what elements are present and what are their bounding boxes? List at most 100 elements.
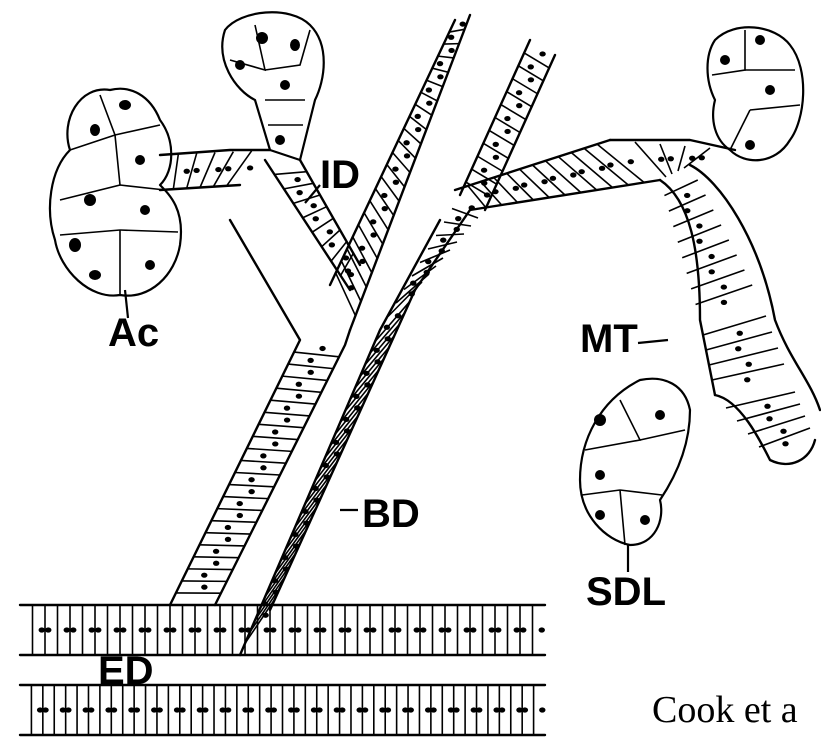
cell-nucleus: [668, 156, 674, 161]
cell-nucleus: [404, 153, 410, 158]
cell-nucleus: [284, 417, 290, 422]
cell-nucleus: [145, 627, 151, 632]
cell-divider: [571, 153, 612, 188]
cell-nucleus: [528, 64, 534, 69]
cell-nucleus: [303, 520, 309, 525]
cell-nucleus: [430, 707, 436, 712]
cell-nucleus: [460, 21, 466, 26]
cell-nucleus: [314, 627, 320, 632]
cell-nucleus: [114, 627, 120, 632]
cell-divider: [265, 412, 310, 416]
cell-nucleus: [454, 227, 460, 232]
cell-nucleus: [193, 168, 199, 173]
cell-nucleus: [455, 216, 461, 221]
cell-nucleus: [513, 186, 519, 191]
cell-divider: [584, 148, 628, 185]
cell-nucleus: [395, 627, 401, 632]
cell-nucleus: [684, 208, 690, 213]
label-branching-duct: BD: [362, 492, 420, 536]
cell-nucleus: [320, 627, 326, 632]
cell-divider: [703, 316, 766, 335]
cell-nucleus: [746, 362, 752, 367]
cell-nucleus: [448, 35, 454, 40]
cell-nucleus: [364, 382, 370, 387]
cell-nucleus: [319, 346, 325, 351]
cell-nucleus: [220, 627, 226, 632]
cell-nucleus: [516, 103, 522, 108]
cell-nucleus: [296, 190, 302, 195]
cell-nucleus: [426, 87, 432, 92]
cell-divider: [396, 274, 429, 303]
cell-nucleus: [370, 219, 376, 224]
cell-nucleus: [470, 627, 476, 632]
cell-nucleus: [395, 313, 401, 318]
cell-nucleus: [214, 627, 220, 632]
cell-nucleus: [339, 707, 345, 712]
label-secretory-demilune: SDL: [586, 570, 666, 614]
cell-nucleus: [493, 142, 499, 147]
cell-nucleus: [780, 429, 786, 434]
cell-divider: [253, 436, 298, 439]
cell-nucleus: [521, 182, 527, 187]
cell-nucleus: [764, 404, 770, 409]
cell-nucleus: [139, 627, 145, 632]
cell-nucleus: [339, 627, 345, 632]
cell-nucleus: [437, 61, 443, 66]
cell-nucleus: [237, 501, 243, 506]
cell-divider: [276, 388, 321, 392]
cell-nucleus: [225, 525, 231, 530]
cell-nucleus: [260, 465, 266, 470]
cell-divider: [259, 424, 304, 427]
cell-nucleus: [316, 707, 322, 712]
cell-divider: [684, 148, 710, 168]
citation-credit: Cook et a: [652, 689, 798, 731]
cell-divider: [436, 234, 464, 236]
cell-divider: [365, 324, 399, 365]
cell-divider: [235, 473, 280, 476]
cell-divider: [247, 448, 292, 451]
cell-nucleus: [408, 707, 414, 712]
cell-divider: [274, 172, 306, 175]
cell-nucleus: [658, 157, 664, 162]
cell-nucleus: [708, 254, 714, 259]
cell-divider: [415, 104, 432, 115]
cell-nucleus: [179, 707, 185, 712]
cell-nucleus: [248, 489, 254, 494]
cell-nucleus: [283, 567, 289, 572]
cell-divider: [211, 521, 256, 523]
cell-nucleus: [362, 707, 368, 712]
cell-nucleus: [313, 216, 319, 221]
duct-epithelium: [173, 21, 644, 643]
cell-divider: [200, 545, 245, 546]
cell-nucleus: [248, 707, 254, 712]
cell-nucleus: [709, 269, 715, 274]
cell-nucleus: [308, 370, 314, 375]
cell-nucleus: [782, 441, 788, 446]
cell-nucleus: [272, 429, 278, 434]
label-mucous-tubule: MT: [580, 317, 638, 361]
cell-nucleus: [344, 428, 350, 433]
cell-nucleus: [237, 513, 243, 518]
cell-nucleus: [385, 336, 391, 341]
cell-nucleus: [307, 358, 313, 363]
cell-nucleus: [215, 167, 221, 172]
cell-nucleus: [70, 627, 76, 632]
cell-nucleus: [516, 90, 522, 95]
cell-divider: [288, 364, 333, 369]
cell-nucleus: [293, 707, 299, 712]
cell-divider: [682, 240, 729, 258]
cell-nucleus: [295, 627, 301, 632]
cell-nucleus: [439, 248, 445, 253]
cell-nucleus: [499, 707, 505, 712]
cell-divider: [336, 273, 356, 316]
cell-nucleus: [225, 166, 231, 171]
cell-nucleus: [327, 229, 333, 234]
cell-divider: [432, 68, 448, 72]
cell-nucleus: [484, 192, 490, 197]
cell-divider: [533, 165, 566, 195]
cell-nucleus: [42, 707, 48, 712]
cell-nucleus: [134, 707, 140, 712]
cell-nucleus: [170, 627, 176, 632]
cell-nucleus: [345, 268, 351, 273]
cell-nucleus: [439, 627, 445, 632]
